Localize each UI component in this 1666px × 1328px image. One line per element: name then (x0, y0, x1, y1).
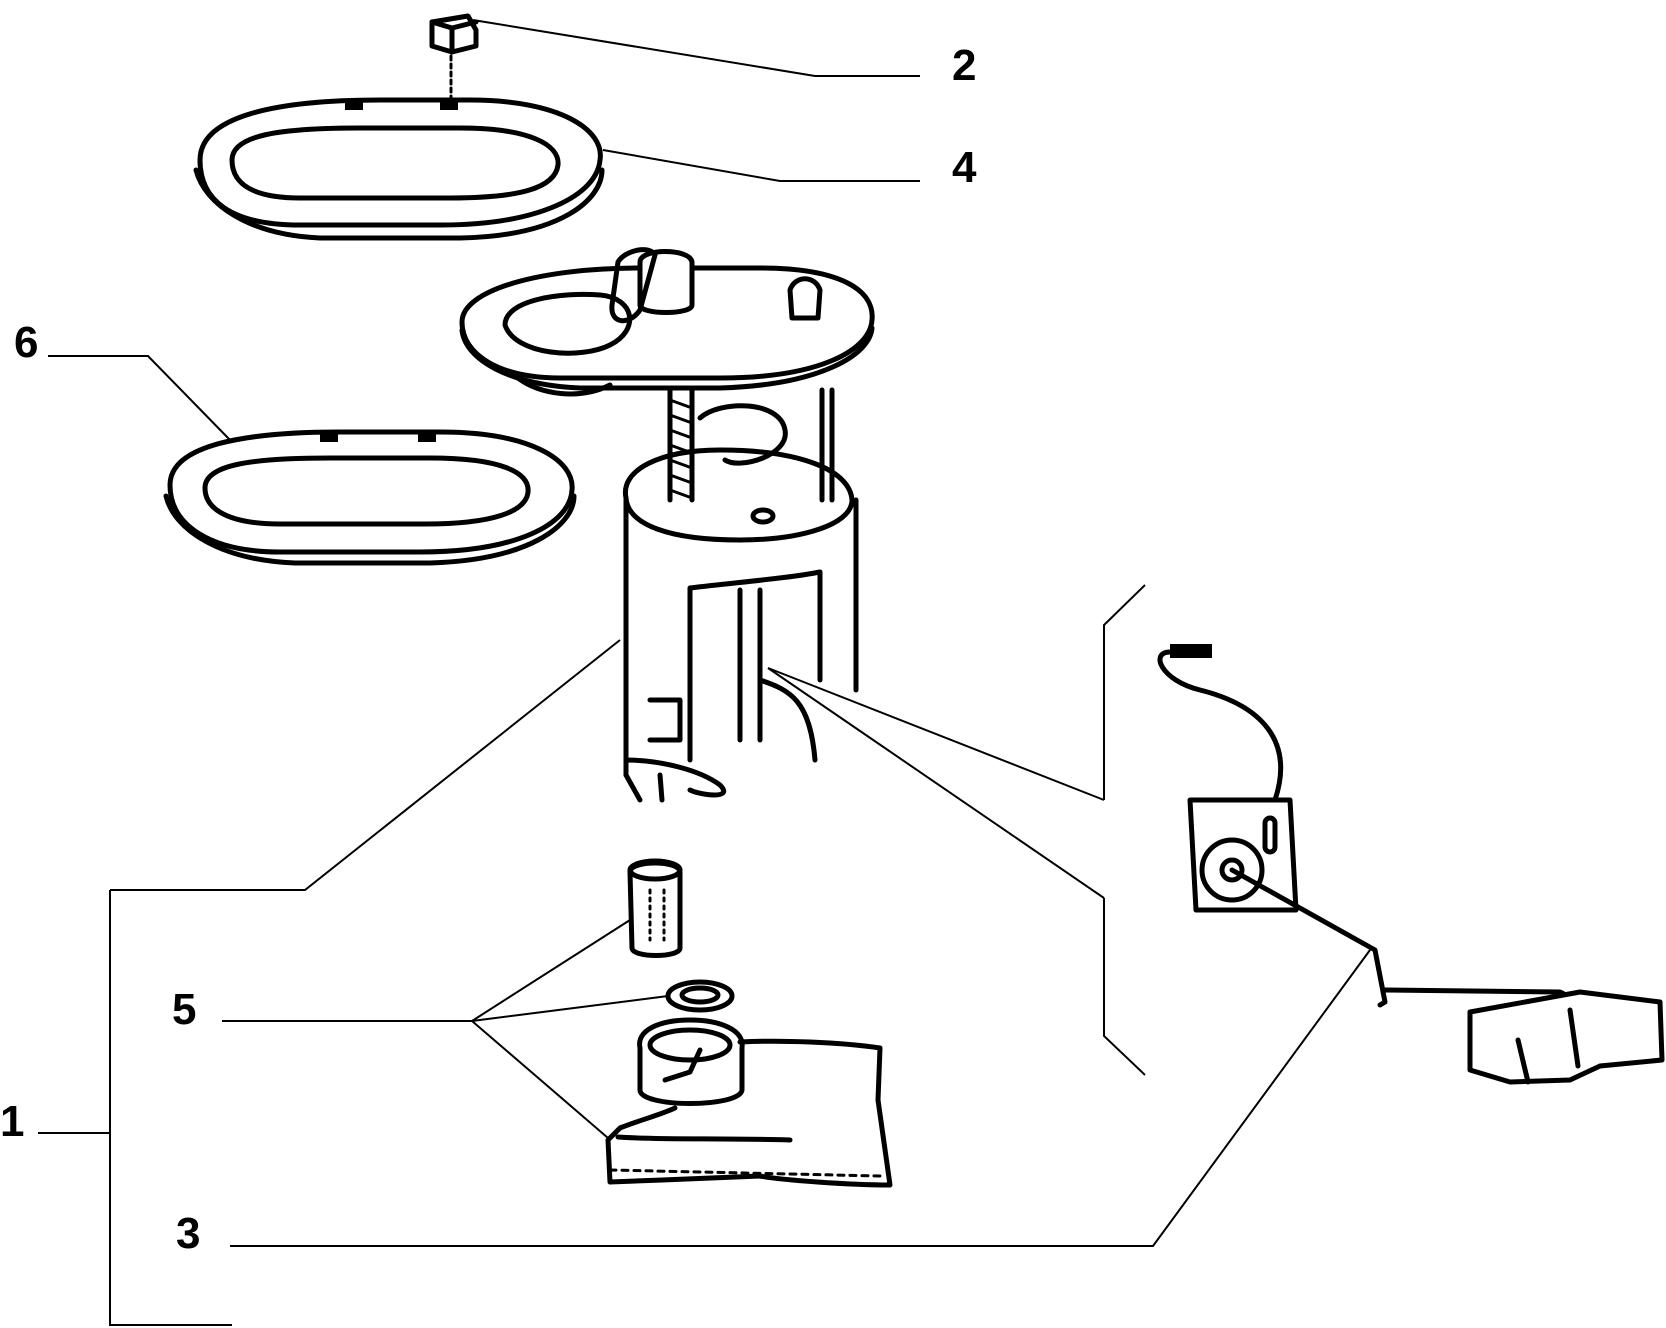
callout-5: 5 (172, 985, 196, 1034)
part-4-ring-gasket (193, 97, 605, 241)
callout-4: 4 (952, 143, 977, 192)
callout-2: 2 (952, 41, 976, 90)
callout-6: 6 (14, 318, 38, 367)
part-2-nut (429, 13, 479, 102)
callout-3: 3 (176, 1209, 200, 1258)
part-5-o-ring (665, 979, 735, 1013)
part-6-ring-gasket (163, 429, 577, 566)
part-3-level-sender (1157, 644, 1665, 1085)
leader-lines (38, 19, 1371, 1326)
part-5-filter-sleeve (627, 858, 683, 958)
fuel-pump-module (459, 247, 875, 803)
callout-1: 1 (0, 1097, 24, 1146)
sender-bracket-outline (1103, 584, 1146, 1076)
part-5-strainer (605, 1017, 893, 1188)
